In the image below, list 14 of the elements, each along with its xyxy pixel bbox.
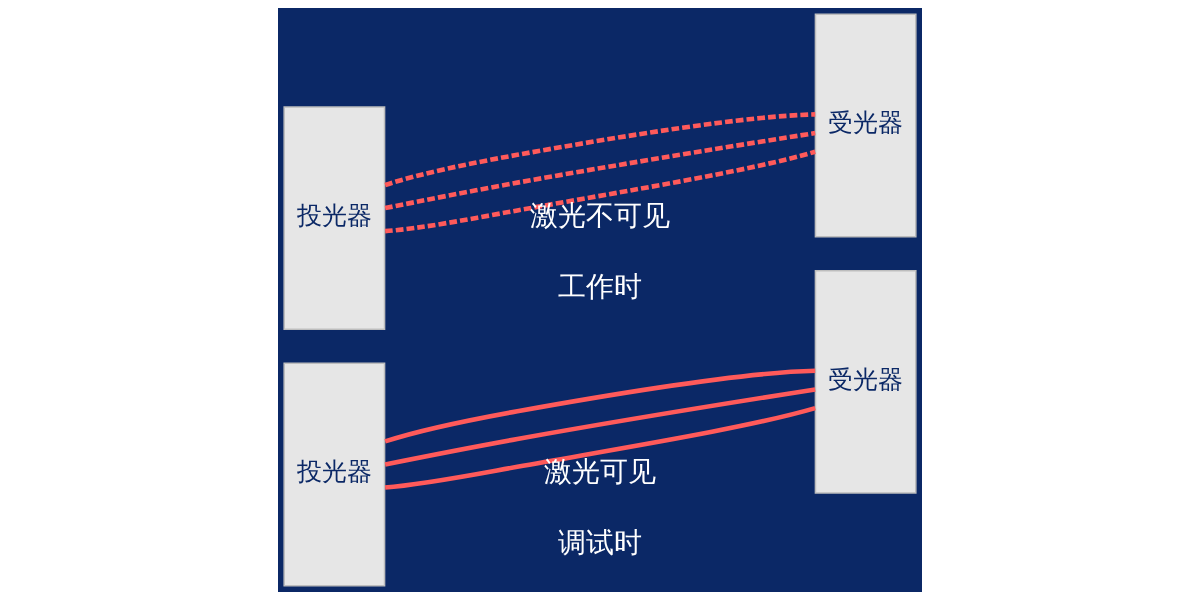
connector [384,112,816,188]
label: 激光可见 [544,455,656,489]
label: 调试时 [558,526,642,560]
connector [384,405,816,490]
label: 工作时 [558,269,642,303]
node-box: 投光器 [283,362,386,587]
node-box: 投光器 [283,106,386,331]
node-box: 受光器 [814,13,917,238]
connector [384,130,816,211]
connector [384,387,816,467]
label: 激光不可见 [530,198,670,232]
connector [384,149,816,234]
connector [384,368,816,444]
node-box: 受光器 [814,269,917,494]
